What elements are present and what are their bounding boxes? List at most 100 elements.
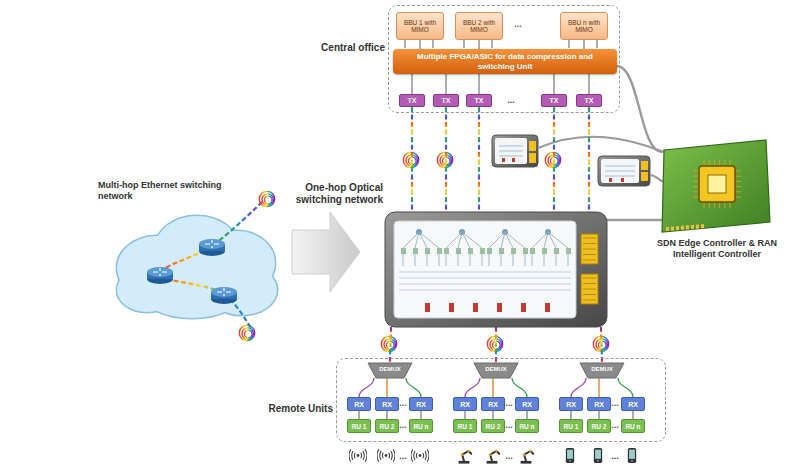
group-heading: Multi-hop Ethernet switching network [98, 180, 228, 202]
ru-box: RU 1 [559, 419, 583, 433]
bbu-box: BBU n with MIMO [560, 12, 608, 40]
node-label: DEMUX [485, 366, 507, 372]
ethernet-cloud: Multi-hop Ethernet switching network [112, 208, 282, 320]
wavelength-link [618, 378, 633, 397]
bbu-pins [405, 39, 597, 48]
node-label: RU 2 [592, 423, 607, 430]
fiber-coil [239, 325, 254, 340]
router-icon [147, 267, 173, 284]
control-cable [617, 66, 662, 152]
controller-board: SDN Edge Controller & RAN Intelligent Co… [662, 138, 772, 234]
internal-wire [492, 411, 493, 419]
controller-board-shape [662, 138, 772, 234]
node-label: RU 1 [458, 423, 473, 430]
optical-switch: One-hop Optical switching network [385, 212, 607, 327]
wavelength-link [465, 378, 480, 397]
ellipsis-label: ... [399, 451, 407, 461]
switch-tree [487, 229, 528, 266]
ellipsis-label: ... [514, 19, 522, 29]
tx-box: TX [466, 94, 492, 107]
ru-box: RU 1 [347, 419, 371, 433]
node-label: TX [442, 97, 451, 104]
cloud-outline [117, 216, 277, 318]
node-label: RU 2 [486, 423, 501, 430]
node-label: RX [522, 401, 532, 408]
internal-wire [411, 74, 412, 94]
node-label: RU n [413, 423, 428, 430]
internal-wire [464, 411, 465, 419]
fiber-coil [381, 152, 608, 351]
wavelength-link [571, 378, 586, 397]
internal-wire [386, 411, 387, 419]
node-label: RX [594, 401, 604, 408]
ellipsis-label: ... [507, 95, 515, 105]
node-label: RX [382, 401, 392, 408]
node-label: RX [488, 401, 498, 408]
node-label: RX [416, 401, 426, 408]
node-label: BBU 1 with MIMO [399, 19, 441, 34]
node-label: RU 1 [352, 423, 367, 430]
group-heading: One-hop Optical switching network [287, 182, 383, 206]
optical-fiber [553, 107, 555, 212]
rx-box: RX [515, 397, 539, 411]
group-heading: SDN Edge Controller & RAN Intelligent Co… [650, 238, 784, 260]
ru-box: RU 2 [375, 419, 399, 433]
ru-box: RU n [409, 419, 433, 433]
wavelength-link [359, 378, 374, 397]
rx-box: RX [481, 397, 505, 411]
antenna-icon [349, 449, 429, 462]
demux-trapezoid: DEMUX [368, 363, 412, 378]
optical-switch-shape [385, 212, 607, 327]
internal-wire [419, 40, 420, 49]
control-cable [538, 137, 664, 182]
ellipsis-label: ... [611, 398, 619, 408]
tx-box: TX [576, 94, 602, 107]
node-label: RU 2 [380, 423, 395, 430]
internal-wire [588, 74, 589, 94]
node-label: Multiple FPGA/ASIC for data compression … [398, 52, 612, 71]
tx-box: TX [433, 94, 459, 107]
dashed-group-box: Remote UnitsDEMUXDEMUXDEMUXRXRXRXRXRXRXR… [336, 358, 666, 442]
ru-box: RU n [621, 419, 645, 433]
dashed-group-box: Central officeBBU 1 with MIMOBBU 2 with … [388, 5, 620, 113]
node-label: RX [354, 401, 364, 408]
bbu-box: BBU 1 with MIMO [396, 12, 444, 40]
rx-box: RX [453, 397, 477, 411]
group-heading: Remote Units [255, 403, 333, 415]
cloud-fill [117, 216, 277, 318]
node-label: RX [566, 401, 576, 408]
rx-box: RX [587, 397, 611, 411]
rx-box: RX [347, 397, 371, 411]
router-icon [211, 287, 237, 304]
node-label: TX [585, 97, 594, 104]
wavelength-link [598, 378, 599, 397]
internal-wire [358, 411, 359, 419]
internal-wire [445, 74, 446, 94]
internal-wire [598, 411, 599, 419]
internal-wire [526, 411, 527, 419]
node-label: RX [460, 401, 470, 408]
switch-tree [444, 229, 485, 266]
rx-box: RX [375, 397, 399, 411]
node-label: TX [475, 97, 484, 104]
optical-fiber [411, 107, 413, 212]
node-label: RU n [625, 423, 640, 430]
small-switch-card [492, 135, 538, 167]
ellipsis-label: ... [399, 420, 407, 430]
control-cable [607, 219, 662, 221]
ellipsis-label: ... [505, 420, 513, 430]
demux-trapezoid: DEMUX [580, 363, 624, 378]
ethernet-cloud-shape [112, 208, 282, 320]
node-label: DEMUX [591, 366, 613, 372]
internal-wire [553, 74, 554, 94]
ru-box: RU n [515, 419, 539, 433]
ellipsis-label: ... [505, 398, 513, 408]
ethernet-fiber [160, 202, 262, 330]
node-label: TX [550, 97, 559, 104]
internal-wire [478, 74, 479, 94]
node-label: RX [628, 401, 638, 408]
ellipsis-label: ... [505, 451, 513, 461]
node-label: BBU 2 with MIMO [458, 19, 500, 34]
switch-tree [530, 229, 571, 266]
